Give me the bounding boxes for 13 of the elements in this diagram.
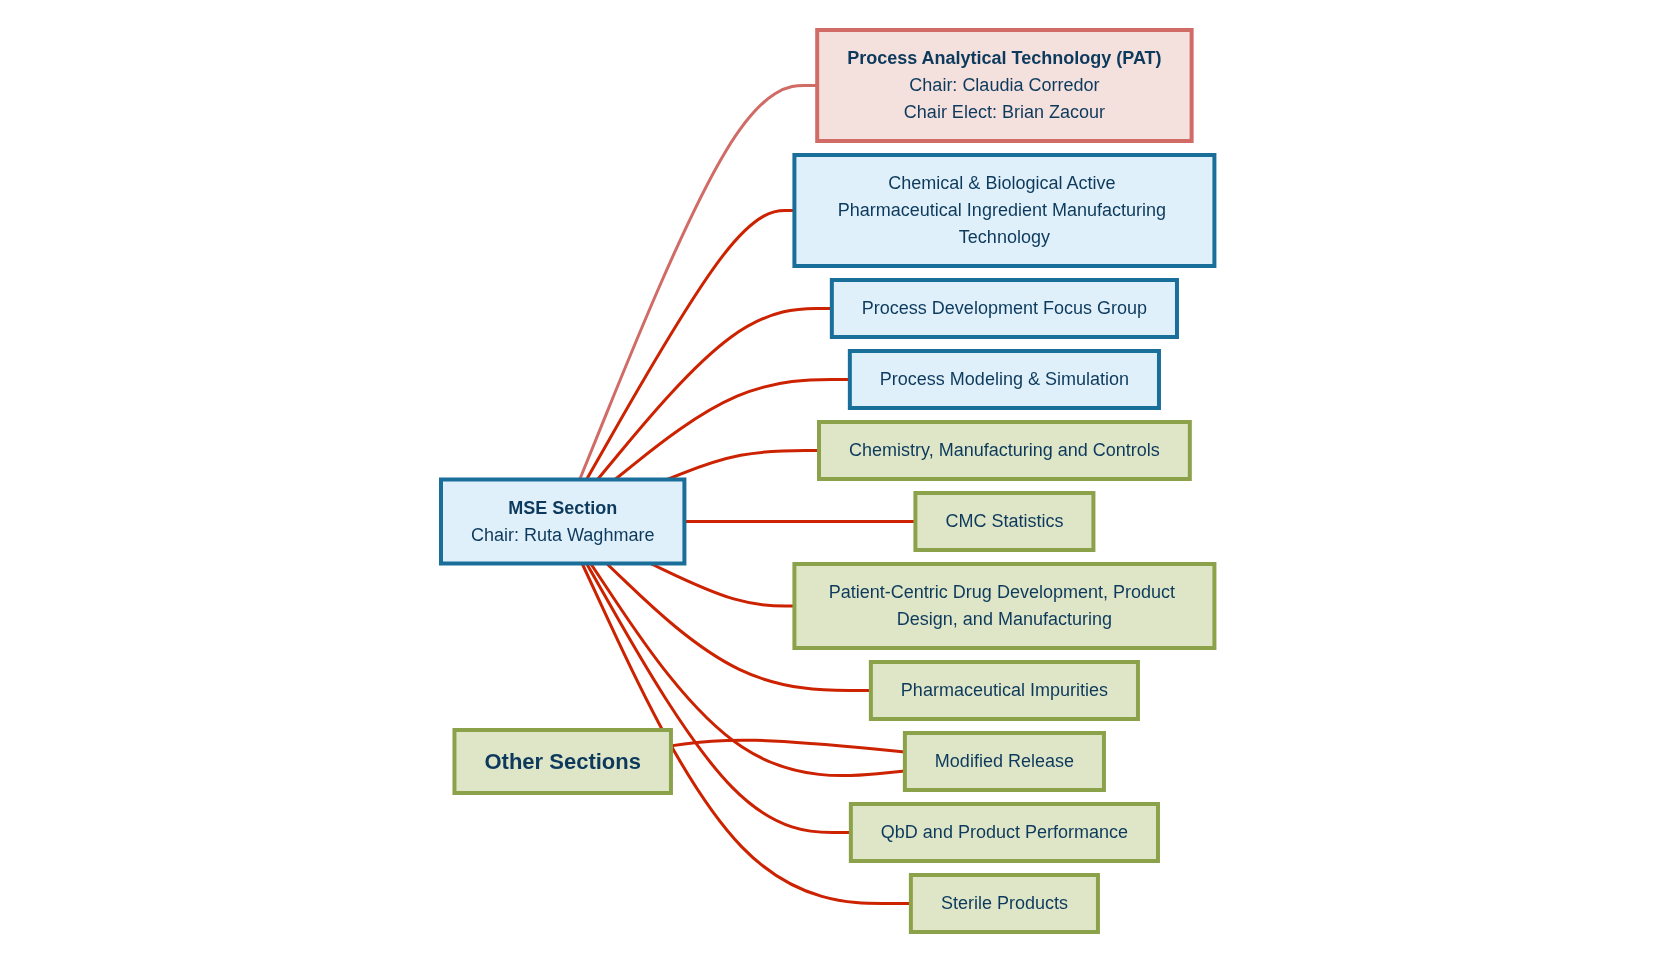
node-box: Process Development Focus Group — [830, 278, 1180, 339]
node-box: Other Sections — [452, 728, 674, 795]
node-box: Patient-Centric Drug Development, Product Design, and Manufacturing — [792, 562, 1217, 650]
node-box: Chemistry, Manufacturing and Controls — [817, 420, 1193, 481]
node-box: Chemical & Biological Active Pharmaceutical Ingredient Manufacturing Technology — [792, 153, 1217, 268]
node-box: Sterile Products — [909, 873, 1101, 934]
node-box: Pharmaceutical Impurities — [869, 660, 1141, 721]
node-box: MSE Section Chair: Ruta Waghmare — [439, 477, 687, 566]
node-box: CMC Statistics — [913, 491, 1096, 552]
node-box: Process Modeling & Simulation — [848, 349, 1162, 410]
node-box: Modified Release — [903, 731, 1107, 792]
node-box: Process Analytical Technology (PAT) Chair: Claudia Corredor Chair Elect: Brian Zacour — [815, 28, 1194, 143]
node-box: QbD and Product Performance — [849, 802, 1161, 863]
